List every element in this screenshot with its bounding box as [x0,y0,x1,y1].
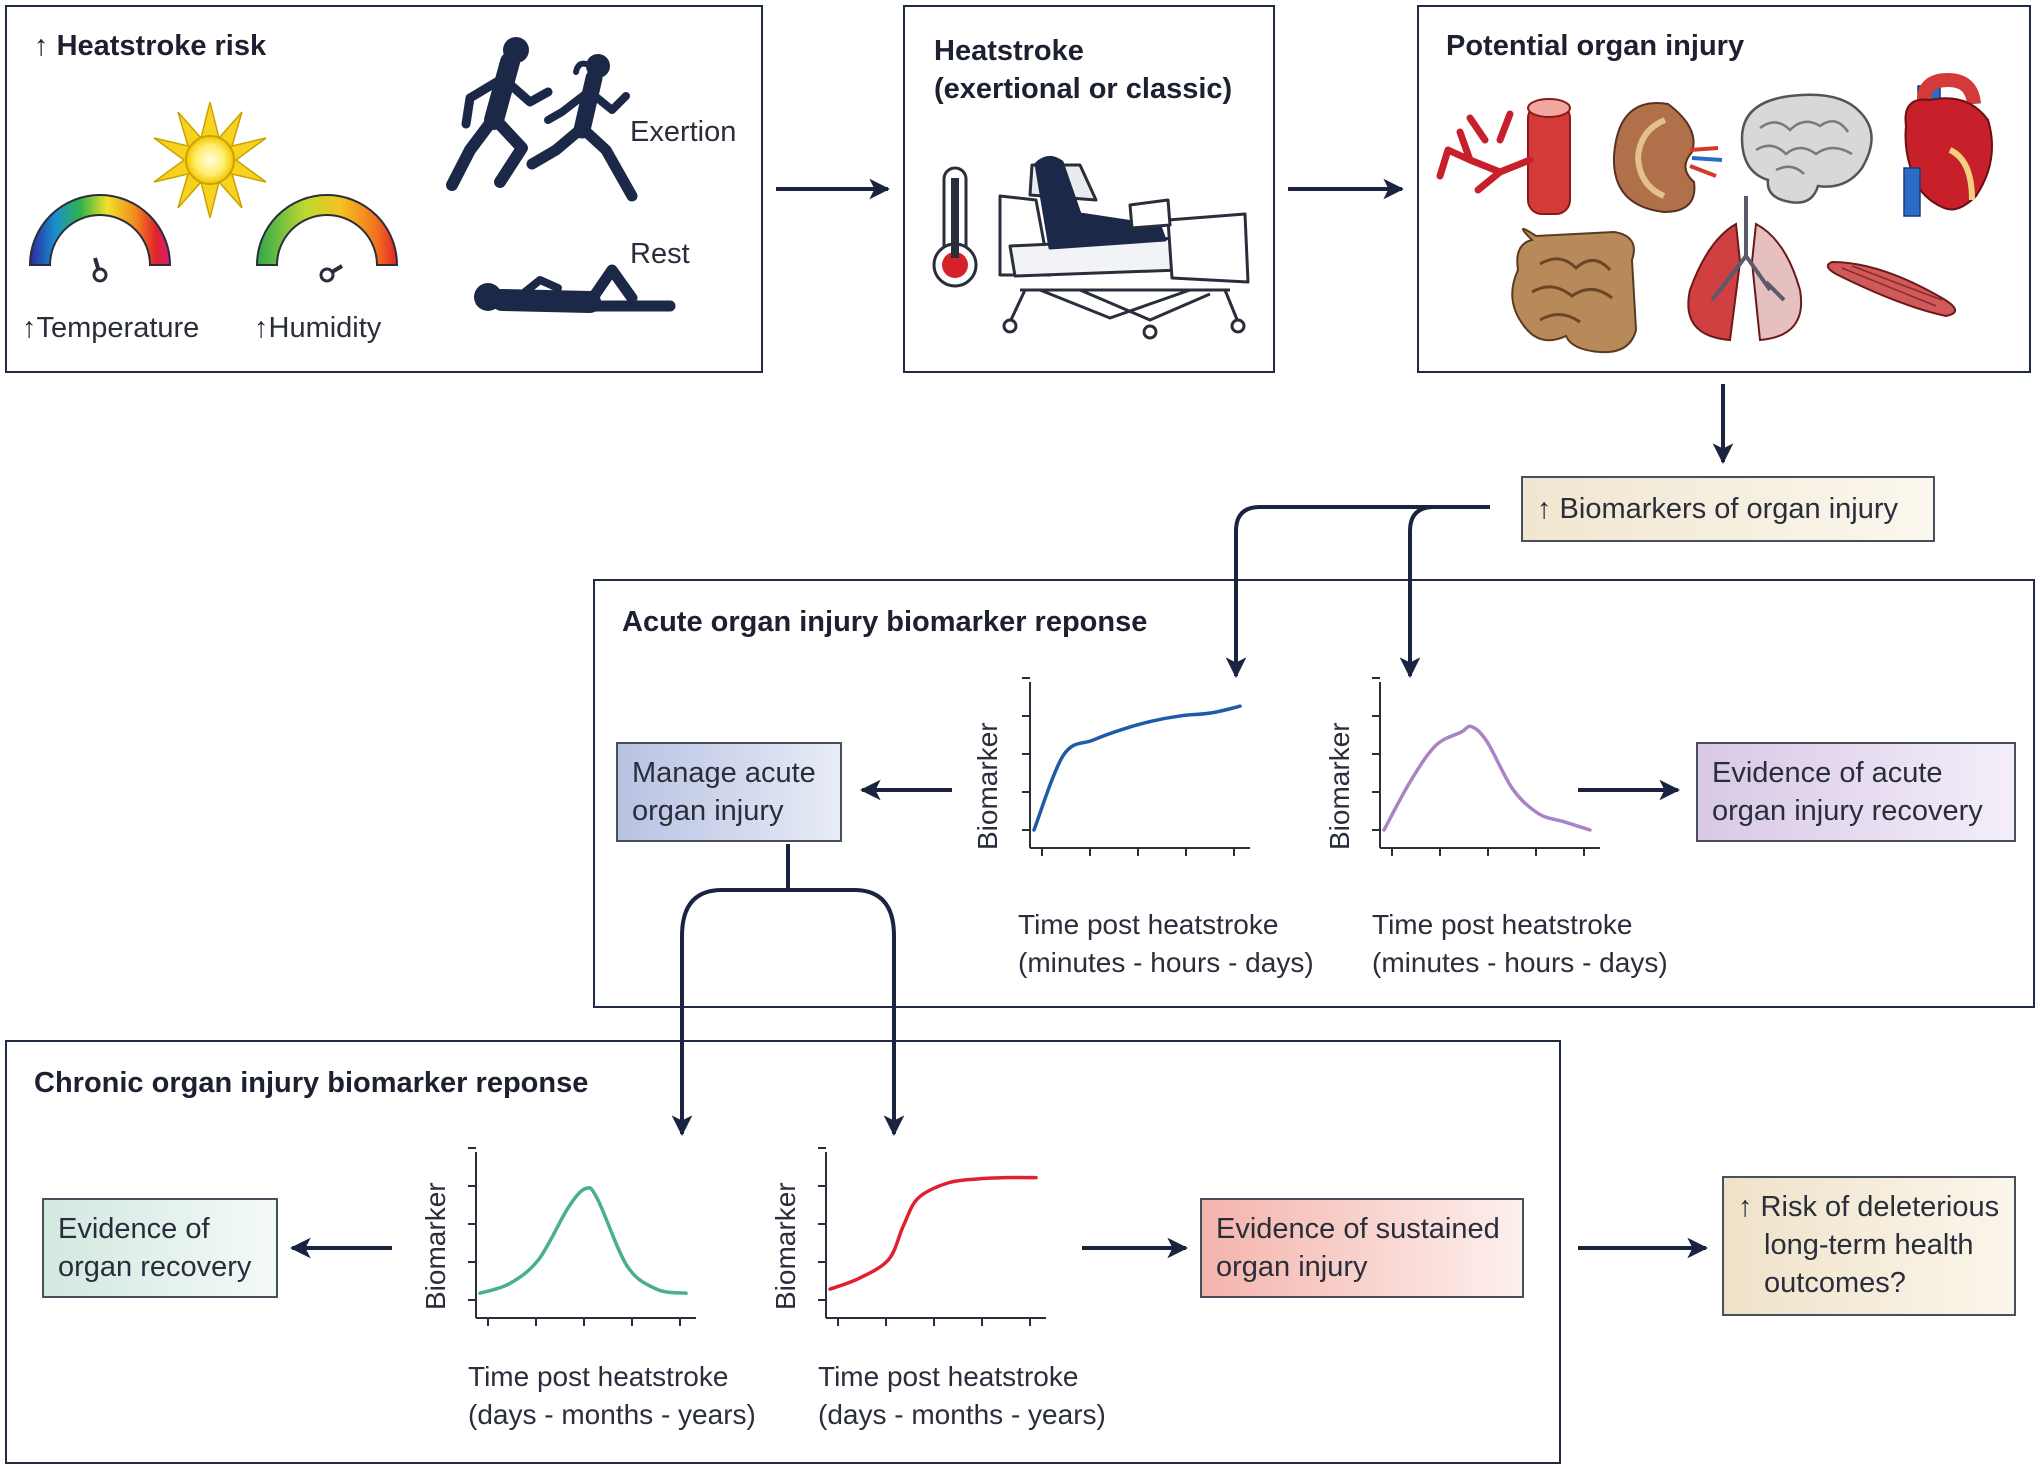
lungs-icon [1687,196,1803,342]
acute-peak-ylabel: Biomarker [1324,722,1355,850]
temperature-gauge-icon [28,194,172,283]
chronic-peak-xlabel-line1: Time post heatstroke [468,1361,729,1392]
risk-outcome-line1: ↑ Risk of deleterious [1738,1191,2000,1223]
risk-outcome-box: ↑ Risk of deleterious long-term health o… [1722,1176,2016,1316]
exertion-label: Exertion [630,116,737,148]
risk-panel-title: ↑ Heatstroke risk [34,30,266,63]
heatstroke-title-line2: (exertional or classic) [934,73,1233,105]
arrow-biomarkers-to-acute-rise [1225,505,1490,679]
chronic-section-title: Chronic organ injury biomarker reponse [34,1067,589,1099]
risk-title-text: Heatstroke risk [56,30,267,62]
kidney-icon [1612,102,1723,214]
thermometer-icon [932,166,978,288]
chronic-section-frame [5,1040,1561,1464]
resting-person-icon [474,264,676,313]
acute-recovery-line2: organ injury recovery [1712,795,1983,827]
acute-recovery-line1: Evidence of acute [1712,757,1943,789]
chart-acute-peak [1372,677,1600,856]
chart-acute-peak-curve [1382,724,1592,832]
rest-label: Rest [630,238,690,270]
acute-rise-xlabel-line2: (minutes - hours - days) [1018,947,1314,978]
sun-icon [153,101,267,219]
acute-rise-xlabel: Time post heatstroke (minutes - hours - … [1018,906,1314,982]
acute-peak-xlabel-line1: Time post heatstroke [1372,909,1633,940]
organ-recovery-box: Evidence of organ recovery [42,1198,278,1298]
intestines-icon [1511,228,1638,354]
organ-panel-frame [1417,5,2031,373]
acute-section-frame [593,579,2035,1008]
biomarkers-box: ↑ Biomarkers of organ injury [1521,476,1935,542]
chart-chronic-rise [818,1147,1046,1326]
chronic-rise-xlabel-line2: (days - months - years) [818,1399,1106,1430]
chart-chronic-peak-curve [478,1186,688,1295]
risk-panel-frame [5,5,763,373]
chart-acute-rise-curve [1032,704,1242,832]
humidity-label: ↑Humidity [254,312,382,344]
acute-rise-ylabel: Biomarker [972,722,1003,850]
chronic-rise-xlabel-line1: Time post heatstroke [818,1361,1079,1392]
sustained-injury-line1: Evidence of sustained [1216,1213,1500,1245]
chart-acute-rise [1022,677,1250,856]
organ-recovery-line1: Evidence of [58,1213,210,1245]
muscle-icon [1826,260,1956,318]
sustained-injury-box: Evidence of sustained organ injury [1200,1198,1524,1298]
chronic-rise-xlabel: Time post heatstroke (days - months - ye… [818,1358,1106,1434]
temperature-label: ↑Temperature [22,312,200,344]
chronic-rise-ylabel: Biomarker [770,1182,801,1310]
sustained-injury-line2: organ injury [1216,1251,1368,1283]
blood-vessels-icon [1436,98,1571,215]
chronic-peak-ylabel: Biomarker [420,1182,451,1310]
acute-section-title: Acute organ injury biomarker reponse [622,606,1148,638]
arrow-manage-branch [680,844,896,937]
heart-icon [1903,72,1993,217]
organ-recovery-line2: organ recovery [58,1251,252,1283]
risk-outcome-line3: outcomes? [1764,1267,1906,1299]
heatstroke-panel-frame [903,5,1275,373]
manage-acute-line2: organ injury [632,795,784,827]
flow-arrows [289,178,1734,1259]
chart-chronic-peak [468,1147,696,1326]
acute-rise-xlabel-line1: Time post heatstroke [1018,909,1279,940]
risk-outcome-line2: long-term health [1764,1229,1974,1261]
brain-icon [1740,93,1873,204]
humidity-gauge-icon [255,194,399,283]
runners-icon [446,37,638,202]
chart-chronic-rise-curve [828,1175,1038,1291]
hospital-bed-icon [998,156,1250,340]
acute-recovery-box: Evidence of acute organ injury recovery [1696,742,2016,842]
risk-up-arrow: ↑ [34,30,49,62]
chronic-peak-xlabel: Time post heatstroke (days - months - ye… [468,1358,756,1434]
arrow-biomarkers-to-acute-peak [1399,505,1435,679]
heatstroke-title-line1: Heatstroke [934,35,1084,67]
biomarker-charts [468,677,1600,1326]
acute-peak-xlabel-line2: (minutes - hours - days) [1372,947,1668,978]
organ-panel-title: Potential organ injury [1446,30,1745,62]
manage-acute-box: Manage acute organ injury [616,742,842,842]
manage-acute-line1: Manage acute [632,757,816,789]
acute-peak-xlabel: Time post heatstroke (minutes - hours - … [1372,906,1668,982]
heatstroke-title: Heatstroke (exertional or classic) [934,32,1232,108]
chronic-peak-xlabel-line2: (days - months - years) [468,1399,756,1430]
